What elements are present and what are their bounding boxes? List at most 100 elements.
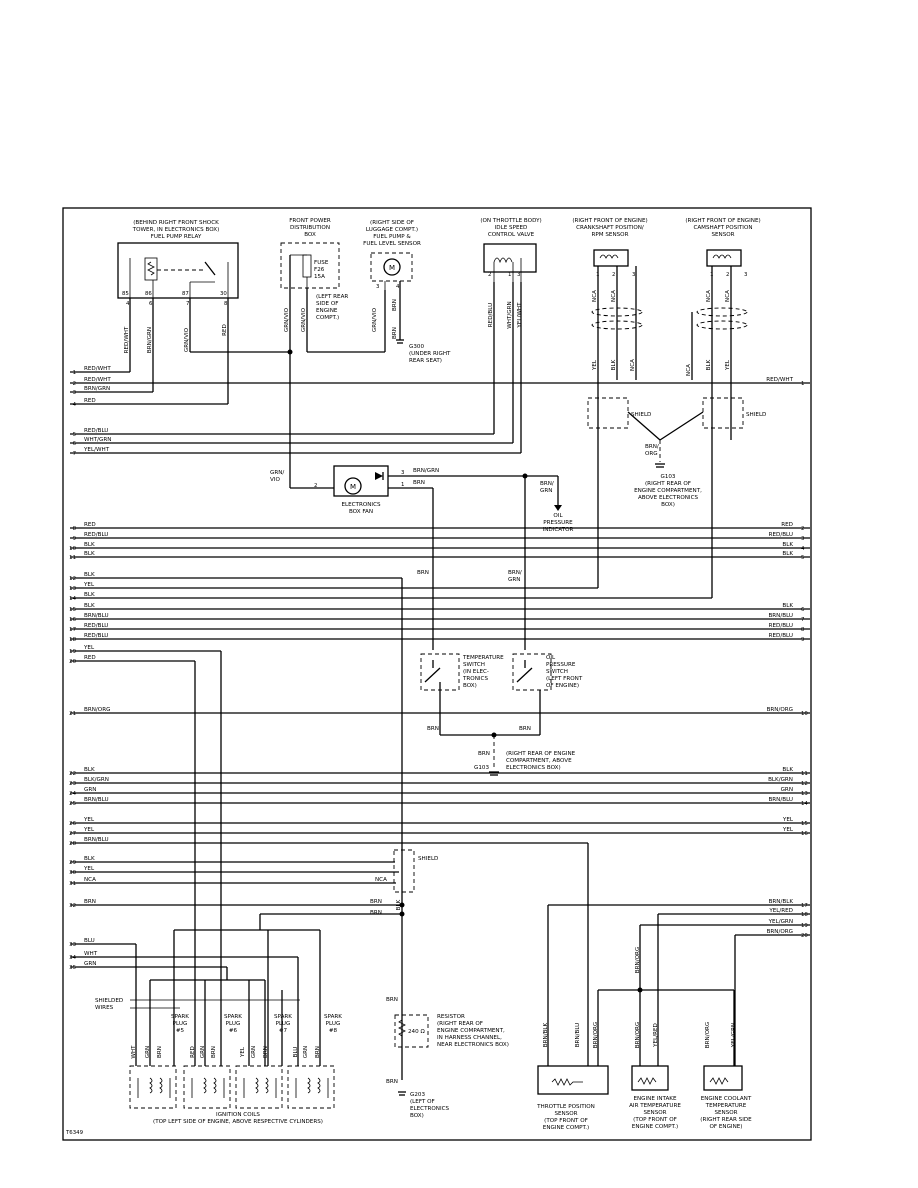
left-pin-number: 15 (69, 607, 76, 613)
spark-plug-7-label: SPARK (274, 1014, 292, 1020)
bus-wires (70, 282, 810, 1066)
left-wire-label: WHT (84, 951, 98, 957)
coil-wire-label: WHT (131, 1045, 137, 1059)
oil-switch-label: OF ENGINE) (546, 683, 579, 689)
spark-plug-8-label: #8 (329, 1028, 338, 1034)
idle-pin: 1 (508, 272, 511, 278)
svg-text:M: M (389, 264, 395, 272)
fan-pin: 3 (401, 470, 404, 476)
right-wire-label: BLK (782, 551, 793, 557)
fan-wire-label: BRN/GRN (413, 468, 439, 474)
g203-label: G203 (410, 1092, 425, 1098)
g103-wire-label: ORG (645, 451, 658, 457)
g103-upper-label: (RIGHT REAR OF (645, 481, 691, 487)
cam-sensor-label: (RIGHT FRONT OF ENGINE) (685, 218, 760, 224)
g103-upper-label: G103 (660, 474, 675, 480)
fan-wire-label: BRN (413, 480, 425, 486)
spark-plug-8-label: PLUG (326, 1021, 341, 1027)
coil-wire-label: BLU (293, 1047, 299, 1058)
vertical-wire-label: NCA (686, 364, 692, 376)
g300-label: REAR SEAT) (409, 358, 442, 364)
left-pin-number: 19 (69, 649, 76, 655)
power-box-label: DISTRIBUTION (290, 225, 330, 231)
vertical-wire-label: NCA (630, 359, 636, 371)
oil-switch-label: PRESSURE (546, 662, 576, 668)
tps-label: (TOP FRONT OF (544, 1118, 588, 1124)
left-pin-number: 20 (69, 659, 76, 665)
fuse-label: FUSE (314, 260, 329, 266)
idle-pin: 3 (517, 272, 520, 278)
left-wire-label: RED/BLU (84, 623, 108, 629)
shield-box-right (702, 397, 744, 429)
coil-wire-label: BRN (211, 1046, 217, 1058)
ignition-coils-label: (TOP LEFT SIDE OF ENGINE, ABOVE RESPECTI… (153, 1119, 323, 1125)
g103-label: G103 (474, 765, 489, 771)
g300-label: (UNDER RIGHT (409, 351, 451, 357)
iat-label: ENGINE COMPT.) (632, 1124, 678, 1130)
vertical-wire-label: GRN/VIO (372, 307, 378, 332)
left-pin-number: 21 (69, 711, 76, 717)
vertical-wire-label: NCA (725, 290, 731, 302)
coil-wire-label: BRN (315, 1046, 321, 1058)
left-pin-number: 13 (69, 586, 76, 592)
right-pin-number: 8 (801, 627, 805, 633)
svg-text:M: M (350, 483, 356, 491)
right-wire-label: RED (781, 522, 793, 528)
idle-valve-label: IDLE SPEED (495, 225, 528, 231)
right-wire-label: BRN/ORG (767, 929, 793, 935)
right-wire-label: RED/BLU (769, 623, 793, 629)
mid-wire-label: GRN (508, 577, 520, 583)
g103-lower-label: ELECTRONICS BOX) (506, 765, 561, 771)
vertical-wire-label: BLK (611, 359, 617, 370)
relay-pin-number: 4 (126, 301, 130, 307)
rpm-pin: 1 (596, 272, 599, 278)
spark-plug-7-label: #7 (279, 1028, 288, 1034)
diagram-code: T6349 (65, 1130, 84, 1136)
left-wire-label: BLK (84, 542, 95, 548)
left-wire-label: BRN/BLU (84, 613, 109, 619)
ignition-coils-label: IGNITION COILS (216, 1112, 260, 1118)
idle-speed-control-valve (483, 243, 537, 282)
left-pin-number: 26 (69, 821, 76, 827)
cam-pin: 1 (710, 272, 713, 278)
left-pin-number: 31 (69, 881, 76, 887)
rpm-pin: 3 (632, 272, 635, 278)
right-pin-number: 9 (801, 637, 805, 643)
oil-switch-label: (LEFT FRONT (546, 676, 583, 682)
right-connector-pins: 1RED/WHT2RED3RED/BLU4BLK5BLK6BLK7BRN/BLU… (766, 377, 808, 939)
left-pin-number: 27 (69, 831, 76, 837)
right-pin-number: 11 (801, 771, 808, 777)
power-box-label: FRONT POWER (289, 218, 331, 224)
left-wire-label: BLK (84, 572, 95, 578)
spark-plug-7-label: PLUG (276, 1021, 291, 1027)
coil-7 (235, 1065, 283, 1109)
intake-air-temperature-sensor (631, 1065, 669, 1091)
left-pin-number: 35 (69, 965, 76, 971)
mid-wire-label: BRN (417, 570, 429, 576)
right-pin-number: 10 (801, 711, 808, 717)
oil-indicator-label: OIL (553, 513, 563, 519)
shielded-wires-label: WIRES (95, 1005, 114, 1011)
vertical-wire-label: YEL (725, 359, 731, 371)
left-pin-number: 8 (73, 526, 77, 532)
right-wire-label: YEL/RED (768, 908, 793, 914)
sensor-wire-label: YEL/GRN (731, 1023, 737, 1048)
relay-pin-number: 6 (149, 301, 153, 307)
cam-sensor-label: CAMSHAFT POSITION (693, 225, 752, 231)
fuel-pump-relay (117, 242, 239, 299)
tps-label: THROTTLE POSITION (536, 1104, 595, 1110)
resistor-label: RESISTOR (437, 1014, 465, 1020)
left-pin-number: 28 (69, 841, 76, 847)
left-wire-label: GRN (84, 787, 96, 793)
left-wire-label: BRN/BLU (84, 797, 109, 803)
left-pin-number: 10 (69, 546, 76, 552)
right-wire-label: BLK (782, 542, 793, 548)
temperature-switch-label: SWITCH (463, 662, 485, 668)
ect-label: SENSOR (714, 1110, 737, 1116)
left-wire-label: BRN/ORG (84, 707, 110, 713)
g103-lower-label: (RIGHT REAR OF ENGINE (506, 751, 576, 757)
coolant-temperature-sensor (703, 990, 743, 1091)
left-pin-number: 5 (73, 432, 76, 438)
sensor-wire-label: YEL/RED (653, 1023, 659, 1048)
left-pin-number: 9 (73, 536, 77, 542)
